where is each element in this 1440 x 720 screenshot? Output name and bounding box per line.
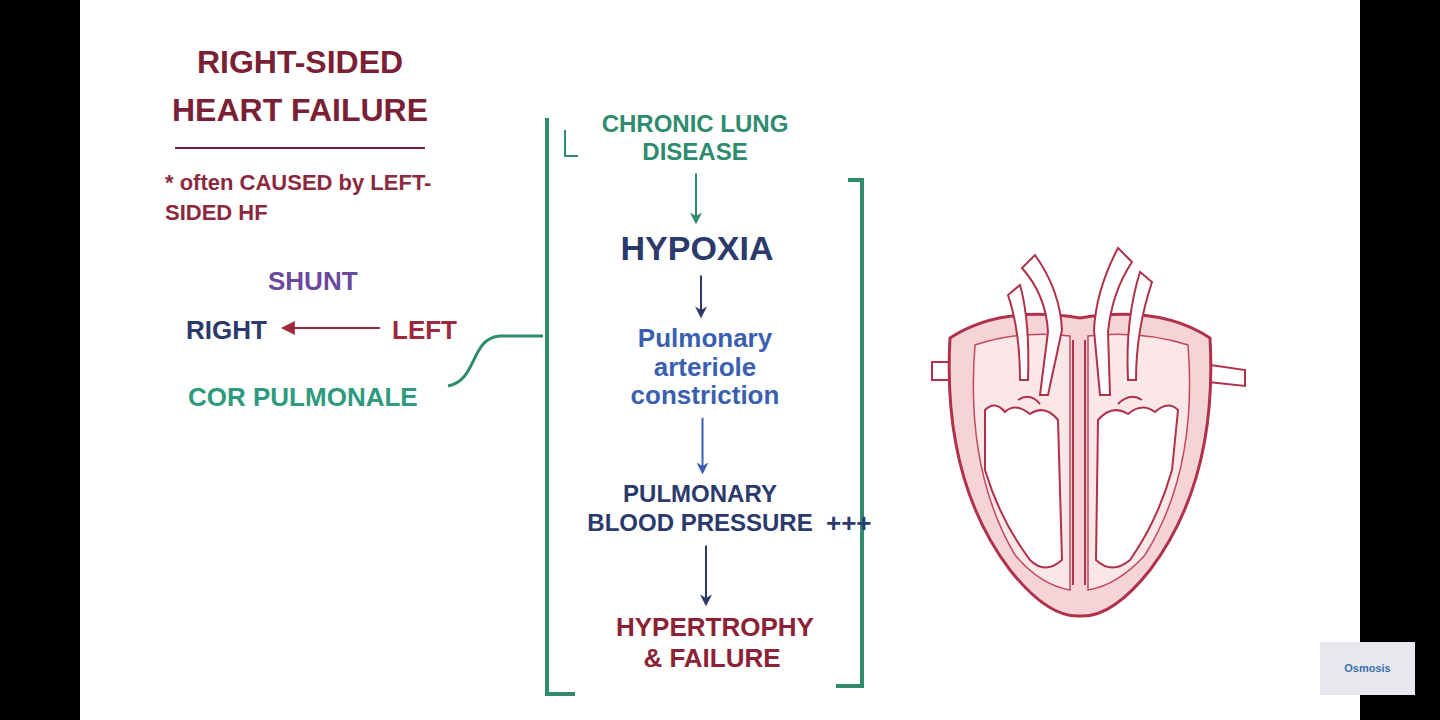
logo-box xyxy=(1320,642,1415,695)
annotation-label: * often CAUSED by LEFT-SIDED HF xyxy=(165,168,435,227)
annotation-label: SHUNT xyxy=(268,264,358,299)
flow-step: Pulmonary arteriole constriction xyxy=(605,322,805,412)
flow-step: HYPERTROPHY & FAILURE xyxy=(612,610,812,676)
flow-step: PULMONARY BLOOD PRESSURE xyxy=(582,478,818,540)
bracket-left xyxy=(547,118,575,694)
leader-line xyxy=(448,336,543,386)
bracket-tick xyxy=(565,130,578,156)
annotation-label: RIGHT xyxy=(186,313,267,348)
annotation-label: +++ xyxy=(826,506,872,541)
step-text: HYPOXIA xyxy=(576,230,818,267)
step-text: Pulmonary arteriole constriction xyxy=(609,324,801,410)
heart-illustration xyxy=(932,248,1245,616)
flow-arrow xyxy=(695,173,697,222)
diagram-title: RIGHT-SIDED HEART FAILURE xyxy=(150,38,450,134)
step-text: HYPERTROPHY & FAILURE xyxy=(616,612,808,674)
flow-step: HYPOXIA xyxy=(572,228,822,269)
step-text: CHRONIC LUNG DISEASE xyxy=(589,110,801,165)
title-underline xyxy=(175,147,425,149)
bracket-right xyxy=(836,180,862,686)
flow-arrow xyxy=(705,546,707,604)
flow-arrow xyxy=(700,275,702,316)
annotation-label: COR PULMONALE xyxy=(188,380,418,415)
step-text: PULMONARY BLOOD PRESSURE xyxy=(586,480,814,538)
watermark: Osmosis xyxy=(1324,661,1411,676)
flow-step: CHRONIC LUNG DISEASE xyxy=(585,108,805,167)
shunt-arrow xyxy=(292,327,380,329)
annotation-label: LEFT xyxy=(392,313,457,348)
flow-arrow xyxy=(702,418,704,472)
